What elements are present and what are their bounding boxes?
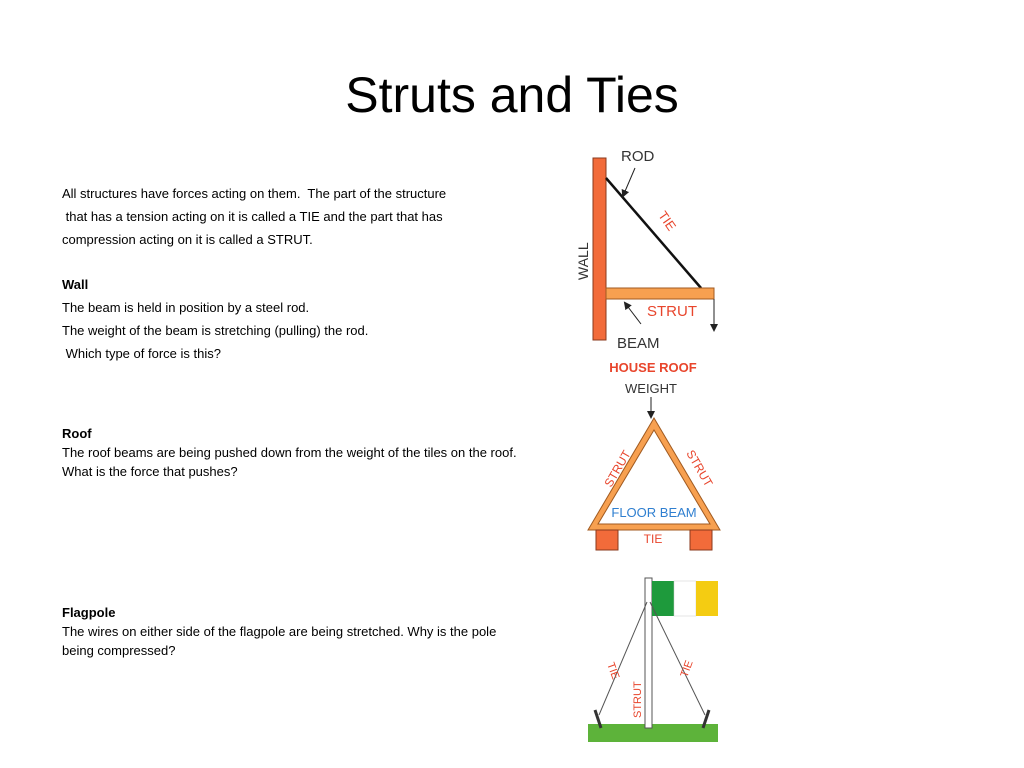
house-roof-label: HOUSE ROOF: [609, 360, 696, 375]
flagpole-section: Flagpole The wires on either side of the…: [62, 603, 497, 660]
tie-label: TIE: [655, 208, 679, 233]
floor-beam-label: FLOOR BEAM: [611, 505, 696, 520]
wall-section: Wall The beam is held in position by a s…: [62, 273, 522, 365]
wall-heading: Wall: [62, 277, 89, 292]
roof-question: What is the force that pushes?: [62, 464, 238, 479]
rod-label: ROD: [621, 148, 655, 165]
flagpole-pole: [644, 577, 653, 729]
wall-line: Which type of force is this?: [62, 346, 221, 361]
strut-label: STRUT: [647, 303, 697, 320]
wall-line: The beam is held in position by a steel …: [62, 300, 310, 315]
left-peg: [593, 709, 603, 729]
flag-green: [652, 581, 674, 616]
left-support: [595, 529, 619, 551]
right-tie-label: TIE: [679, 659, 696, 679]
beam-label: BEAM: [617, 335, 660, 352]
intro-line: compression acting on it is called a STR…: [62, 232, 313, 247]
flagpole-diagram: TIE TIE STRUT: [588, 577, 718, 742]
tie-label: TIE: [644, 532, 663, 546]
left-wire: [598, 601, 648, 716]
right-wire: [649, 601, 706, 716]
wall-diagram: ROD TIE WALL STRUT BEAM: [575, 148, 718, 352]
rod-arrow: [621, 167, 636, 198]
roof-text: The roof beams are being pushed down fro…: [62, 445, 517, 460]
beam-bar: [605, 287, 715, 300]
wall-label: WALL: [575, 242, 591, 280]
slide-title: Struts and Ties: [345, 67, 679, 123]
roof-section: Roof The roof beams are being pushed dow…: [62, 424, 517, 481]
flag-yellow: [696, 581, 718, 616]
beam-arrow: [623, 301, 642, 325]
grass: [588, 724, 718, 742]
strut-label: STRUT: [632, 681, 644, 718]
right-peg: [701, 709, 711, 729]
roof-frame-inner: [597, 429, 711, 525]
intro-paragraph: All structures have forces acting on the…: [62, 182, 522, 251]
wall-line: The weight of the beam is stretching (pu…: [62, 323, 369, 338]
flagpole-text: The wires on either side of the flagpole…: [62, 624, 497, 658]
flagpole-heading: Flagpole: [62, 605, 116, 620]
wall-block: [592, 157, 607, 341]
right-support: [689, 529, 713, 551]
weight-label: WEIGHT: [625, 381, 677, 396]
flag-white: [673, 580, 697, 617]
roof-heading: Roof: [62, 426, 92, 441]
intro-line: All structures have forces acting on the…: [62, 186, 447, 201]
intro-line: that has a tension acting on it is calle…: [62, 209, 443, 224]
left-tie-label: TIE: [604, 661, 621, 681]
tie-rod: [605, 177, 702, 289]
roof-diagram: HOUSE ROOF WEIGHT STRUT STRUT FLOOR BEAM…: [587, 360, 721, 551]
